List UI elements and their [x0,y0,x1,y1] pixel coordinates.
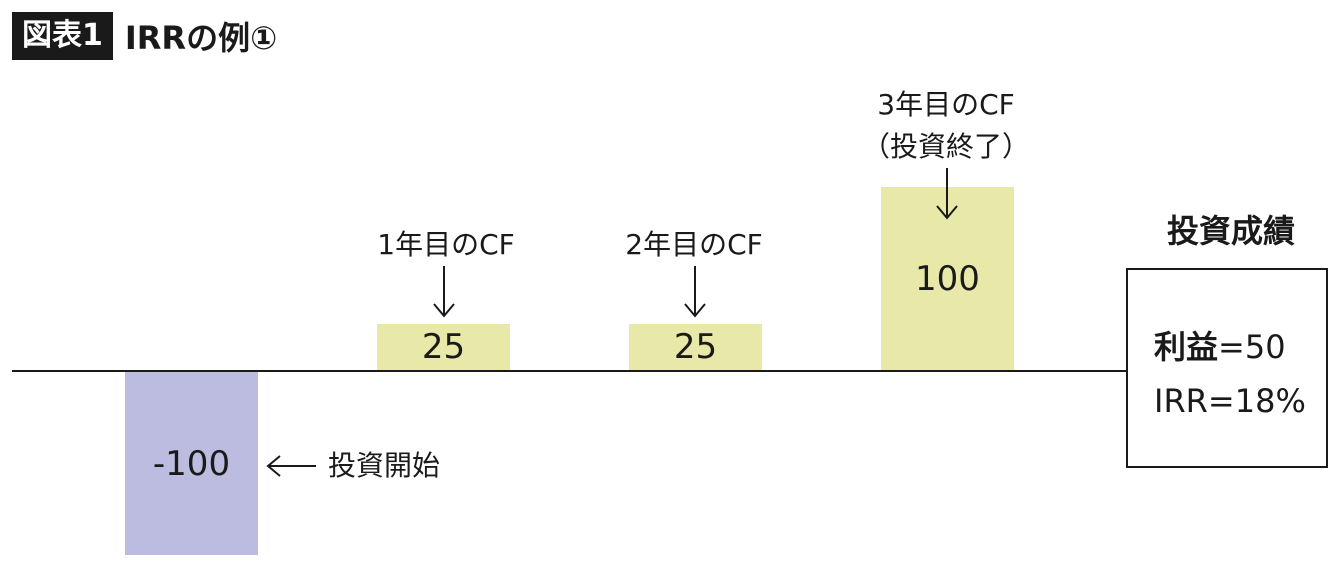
arrow-down-icon [936,168,958,220]
year3-annotation-line2: （投資終了） [861,130,1030,163]
year2-annotation: 2年目のCF [625,228,763,261]
start-label: 投資開始 [328,449,441,482]
bar-value-label: -100 [152,443,231,484]
bar-value-label: 25 [673,327,718,368]
irr-line: IRR=18% [1154,382,1306,420]
result-box: 利益=50 IRR=18% [1126,268,1328,468]
bar-year3: 100 [881,187,1014,370]
figure-title-text: IRRの例① [124,19,278,57]
year1-annotation: 1年目のCF [377,228,515,261]
arrow-left-icon [266,455,316,477]
profit-value: =50 [1218,328,1286,366]
profit-line: 利益=50 [1154,322,1286,368]
bar-value-label: 100 [915,258,980,299]
arrow-down-icon [684,266,706,318]
bar-year1: 25 [377,324,510,370]
arrow-down-icon [433,266,455,318]
figure-tag: 図表1 [12,12,113,60]
figure-title: 図表1 IRRの例① [12,12,277,60]
profit-label: 利益 [1154,328,1219,366]
bar-investment-start: -100 [125,372,258,555]
bar-value-label: 25 [421,327,466,368]
result-title: 投資成績 [1166,212,1295,250]
bar-year2: 25 [629,324,762,370]
start-annotation: 投資開始 [266,446,440,486]
zero-baseline [12,370,1128,372]
year3-annotation-line1: 3年目のCF [877,88,1015,121]
